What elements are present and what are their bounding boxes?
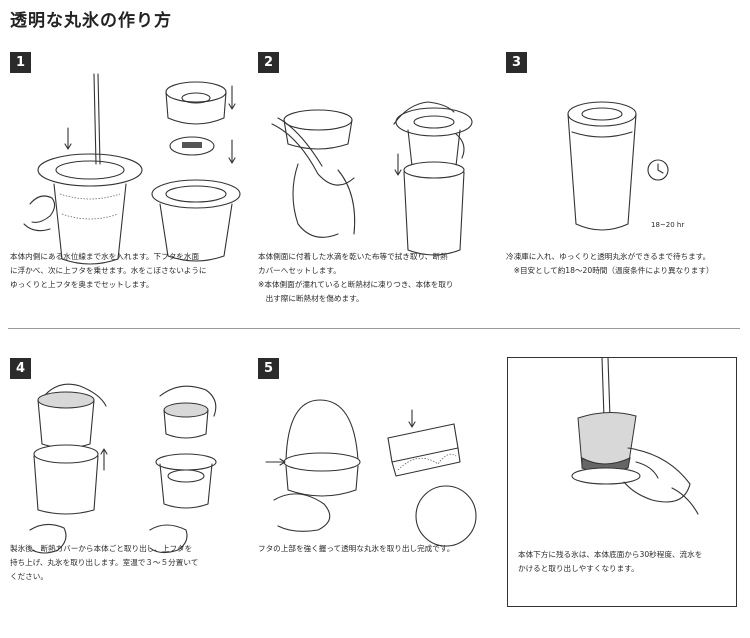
step-2: 2 本体側面に付着した水滴を乾いた布等で拭き取り、断熱 カバーへセットします。 … — [258, 52, 498, 332]
step-number: 5 — [258, 358, 279, 379]
section-divider — [8, 328, 740, 329]
arrow-down-icon — [394, 153, 402, 176]
arrow-right-icon — [265, 458, 286, 466]
step-2-illustration — [271, 101, 473, 256]
step-number: 2 — [258, 52, 279, 73]
timer-label: 18~20 hr — [651, 221, 685, 229]
arrow-down-icon — [408, 409, 416, 428]
clock-icon — [647, 159, 669, 181]
arrow-down-icon — [228, 85, 236, 164]
tip-illustration — [571, 357, 699, 515]
step-1-illustration — [23, 73, 241, 265]
step-4: 4 製氷後、断熱カバーから本体ごと取り出し、上フタを 持ち上げ、丸氷を取り出しま… — [10, 358, 250, 638]
step-5-caption: フタの上部を強く握って透明な丸氷を取り出し完成です。 — [258, 544, 455, 553]
step-number: 4 — [10, 358, 31, 379]
step-4-illustration — [29, 383, 217, 554]
tip-box: 本体下方に残る氷は、本体底面から30秒程度、流水を かけると取り出しやすくなりま… — [507, 357, 737, 607]
tip-caption: 本体下方に残る氷は、本体底面から30秒程度、流水を かけると取り出しやすくなりま… — [518, 550, 703, 573]
step-1: 1 本体内側にある水 — [10, 52, 250, 332]
page-title: 透明な丸氷の作り方 — [10, 11, 172, 31]
step-3-caption: 冷凍庫に入れ、ゆっくりと透明丸氷ができるまで待ちます。 ※目安として約18〜20… — [506, 252, 714, 275]
step-5: 5 フタの上部を強く握って透明な丸氷を取り出し完成です。 — [258, 358, 498, 638]
step-4-caption: 製氷後、断熱カバーから本体ごと取り出し、上フタを 持ち上げ、丸氷を取り出します。… — [10, 544, 199, 581]
step-3: 3 18~20 hr 冷凍庫に入れ、ゆっくりと透明丸氷ができるまで待ちます。 ※… — [506, 52, 746, 332]
step-2-caption: 本体側面に付着した水滴を乾いた布等で拭き取り、断熱 カバーへセットします。 ※本… — [258, 252, 454, 303]
step-3-illustration — [567, 101, 669, 231]
arrow-down-icon — [64, 127, 72, 150]
step-5-illustration — [265, 399, 477, 547]
step-1-caption: 本体内側にある水位線まで水を入れます。下フタを水面 に浮かべ、次に上フタを乗せま… — [10, 252, 207, 289]
step-number: 1 — [10, 52, 31, 73]
step-number: 3 — [506, 52, 527, 73]
arrow-down-icon — [100, 448, 108, 471]
